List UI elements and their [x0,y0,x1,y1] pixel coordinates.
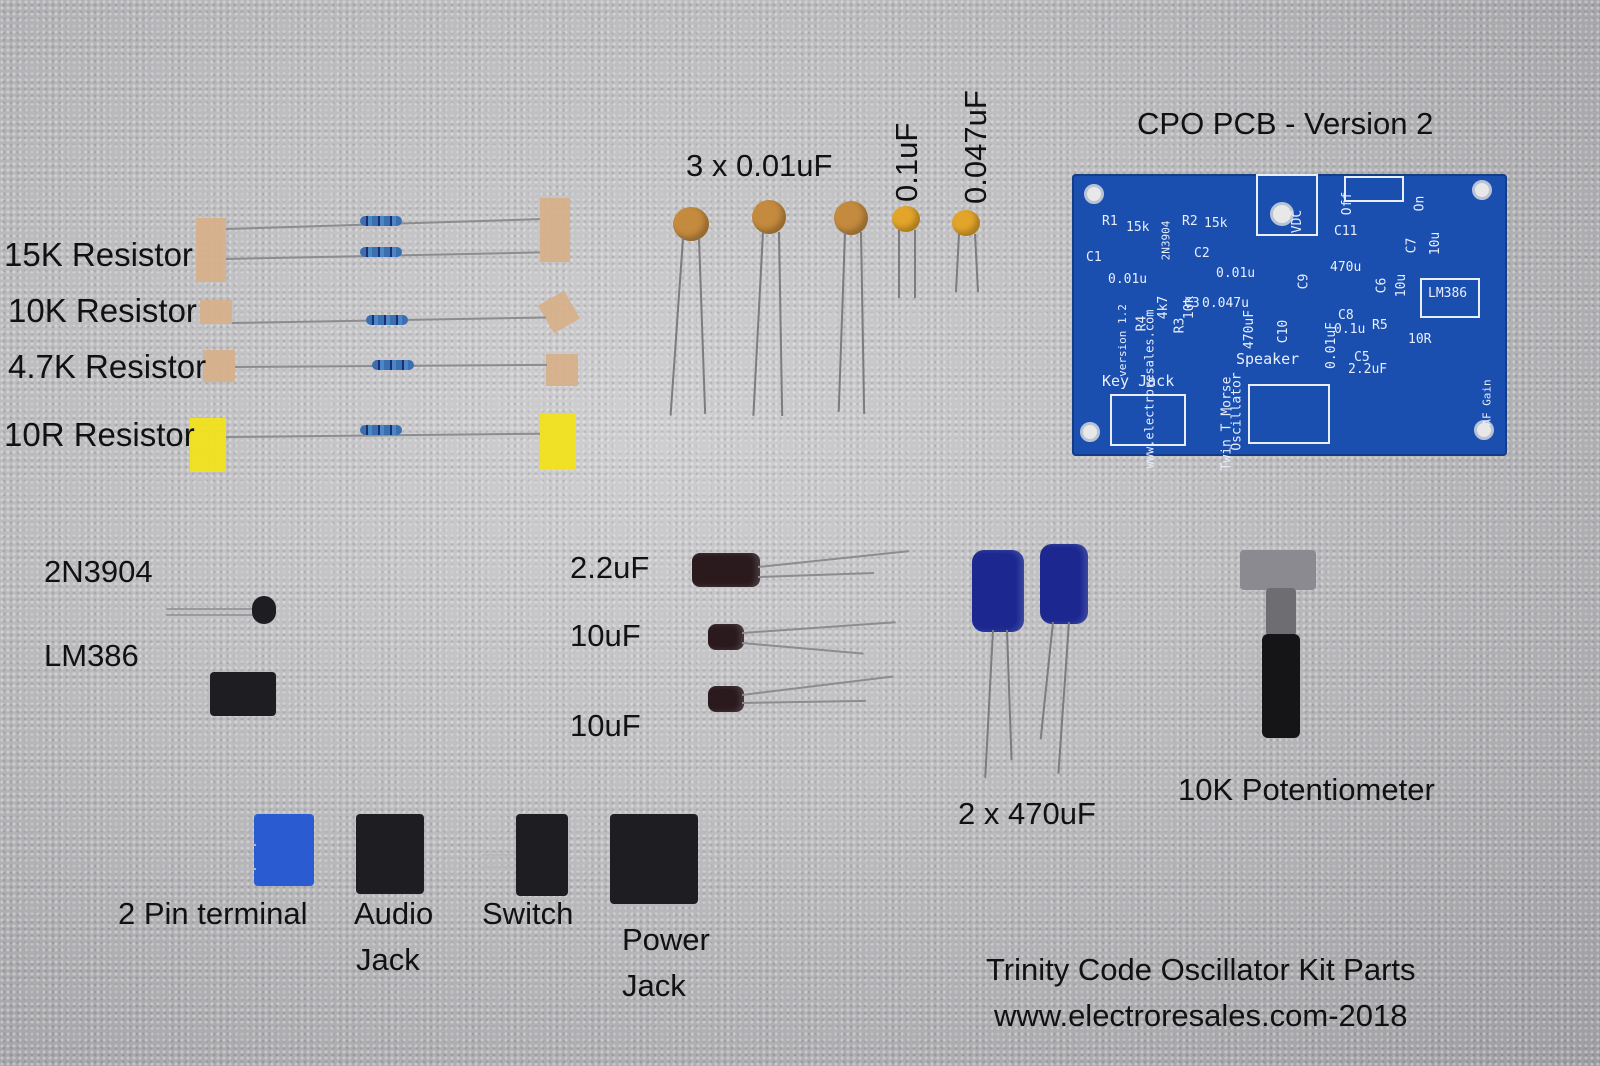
label-2x470uf: 2 x 470uF [958,796,1096,831]
label-audio: Audio [354,896,434,931]
label-2-pin-terminal: 2 Pin terminal [118,896,308,931]
label-switch: Switch [482,896,574,931]
label-3x001uf: 3 x 0.01uF [686,148,833,183]
label-4k7-resistor: 4.7K Resistor [8,348,207,385]
label-audio-jack: Jack [356,942,420,977]
label-10k-resistor: 10K Resistor [8,292,197,329]
audio-jack [356,814,424,894]
label-01uf: 0.1uF [889,122,924,202]
label-power-jack: Jack [622,968,686,1003]
label-10r-resistor: 10R Resistor [4,416,195,453]
power-jack [610,814,698,904]
label-0047uf: 0.047uF [958,90,993,204]
label-10k-potentiometer: 10K Potentiometer [1178,772,1435,807]
label-lm386: LM386 [44,638,139,673]
label-pcb-title: CPO PCB - Version 2 [1137,106,1434,141]
label-10uf-1: 10uF [570,618,641,653]
footer-title: Trinity Code Oscillator Kit Parts [986,952,1416,987]
label-2n3904: 2N3904 [44,554,153,589]
ic-lm386 [210,672,276,716]
label-power: Power [622,922,710,957]
cpo-pcb: VDC Off On R1 15k R2 15k 2N3904 C1 0.01u… [1072,174,1507,470]
label-10uf-2: 10uF [570,708,641,743]
footer-url: www.electroresales.com-2018 [994,998,1408,1033]
label-15k-resistor: 15K Resistor [4,236,193,273]
label-22uf: 2.2uF [570,550,650,585]
